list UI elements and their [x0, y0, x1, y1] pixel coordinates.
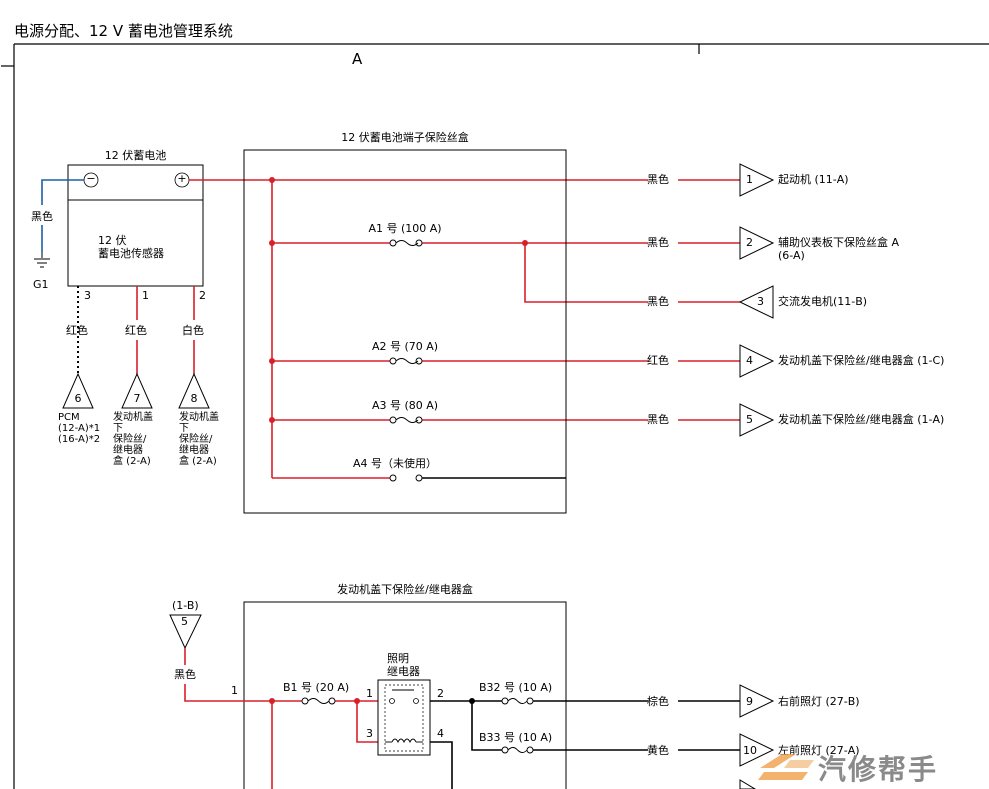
ground-wire [41, 179, 84, 252]
lighting-relay [377, 679, 431, 756]
output-10-wire: 黄色 [647, 744, 669, 757]
watermark-text: 汽修帮手 [818, 753, 939, 786]
output-4-connector: 4 [746, 354, 753, 367]
input-wire-color: 黑色 [174, 668, 196, 681]
fuse-b32-label: B32 号 (10 A) [479, 681, 553, 694]
sensor-connector-triangles [62, 372, 210, 409]
output-2-destination: 辅助仪表板下保险丝盒 A (6-A) [778, 236, 900, 262]
output-3-destination: 交流发电机(11-B) [778, 295, 868, 308]
sensor-pin-1-wire: 红色 [125, 324, 147, 337]
relay-pin-2: 2 [437, 687, 444, 700]
connector-7-destination: 发动机盖 下 保险丝/ 继电器 盒 (2-A) [113, 412, 153, 467]
b32-b33-fuse-symbols [501, 697, 534, 754]
underhood-power-wires [184, 648, 385, 789]
fuse-b1-label: B1 号 (20 A) [283, 681, 350, 694]
page-frame [1, 43, 989, 789]
connector-6-number: 6 [74, 392, 82, 405]
ground-wire-color: 黑色 [31, 210, 53, 223]
fuse-a1-label: A1 号 (100 A) [368, 222, 442, 235]
input-connector-5 [169, 614, 202, 650]
ground-label: G1 [33, 278, 49, 291]
battery-minus-sign: − [86, 172, 96, 185]
output-3-connector: 3 [757, 295, 764, 308]
b1-fuse-symbol [301, 697, 336, 705]
output-10-connector: 10 [743, 744, 757, 757]
ground-symbol [34, 252, 50, 268]
output-wires-top [678, 179, 740, 421]
relay-pin-1: 1 [366, 687, 373, 700]
output-2-wire: 黑色 [647, 236, 669, 249]
battery-sensor-label: 12 伏 蓄电池传感器 [98, 234, 164, 260]
input-pin-number: 1 [231, 684, 238, 697]
output-5-wire: 黑色 [647, 413, 669, 426]
output-1-connector: 1 [746, 173, 753, 186]
output-9-wire: 棕色 [647, 695, 669, 708]
fuse-b33-label: B33 号 (10 A) [479, 731, 553, 744]
connector-8-number: 8 [190, 392, 198, 405]
underhood-splice-dots [269, 698, 360, 704]
underhood-box-title: 发动机盖下保险丝/继电器盒 [337, 583, 473, 596]
output-5-connector: 5 [746, 413, 753, 426]
sensor-pin-1: 1 [142, 289, 149, 302]
sensor-pin-wires [77, 286, 195, 374]
underhood-fuse-box [243, 601, 567, 789]
relay-output-wires [430, 700, 740, 789]
fuse-a4-label: A4 号（未使用） [352, 457, 438, 470]
section-label: A [352, 50, 363, 68]
battery-fuse-box-title: 12 伏蓄电池端子保险丝盒 [341, 131, 469, 144]
fuse-a3-label: A3 号 (80 A) [371, 399, 439, 412]
connector-6-destination: PCM (12-A)*1 (16-A)*2 [58, 412, 101, 445]
watermark-logo [758, 754, 814, 780]
output-9-destination: 右前照灯 (27-B) [778, 695, 860, 708]
input-connector-number: 5 [181, 615, 188, 628]
sensor-pin-3-wire: 红色 [66, 324, 88, 337]
sensor-pin-2-wire: 白色 [182, 324, 204, 337]
main-power-feed [189, 179, 648, 479]
output-1-wire: 黑色 [647, 173, 669, 186]
fuse-a2-label: A2 号 (70 A) [371, 340, 439, 353]
output-1-destination: 起动机 (11-A) [778, 173, 849, 186]
battery-fuse-box [243, 149, 567, 514]
battery-title: 12 伏蓄电池 [104, 149, 167, 162]
input-reference: (1-B) [172, 599, 199, 612]
output-4-wire: 红色 [647, 354, 669, 367]
relay-splice-dot [469, 698, 475, 704]
output-10-destination: 左前照灯 (27-A) [778, 744, 860, 757]
output-connector-triangles-bottom [739, 684, 775, 789]
sensor-pin-2: 2 [199, 289, 206, 302]
output-3-wire: 黑色 [647, 295, 669, 308]
splice-dots [269, 177, 528, 423]
page-title: 电源分配、12 V 蓄电池管理系统 [14, 22, 233, 40]
output-2-connector: 2 [746, 236, 753, 249]
relay-label: 照明 继电器 [387, 652, 420, 678]
fuse-symbols-top [389, 239, 423, 482]
relay-pin-3: 3 [366, 727, 373, 740]
connector-8-destination: 发动机盖 下 保险丝/ 继电器 盒 (2-A) [179, 412, 219, 467]
battery-plus-sign: + [177, 172, 187, 185]
output-connector-triangles [738, 163, 775, 437]
sensor-pin-3: 3 [84, 289, 91, 302]
connector-7-number: 7 [133, 392, 141, 405]
output-5-destination: 发动机盖下保险丝/继电器盒 (1-A) [778, 413, 945, 426]
output-4-destination: 发动机盖下保险丝/继电器盒 (1-C) [778, 354, 945, 367]
battery-box [67, 164, 204, 287]
relay-pin-4: 4 [437, 727, 444, 740]
output-9-connector: 9 [746, 695, 753, 708]
